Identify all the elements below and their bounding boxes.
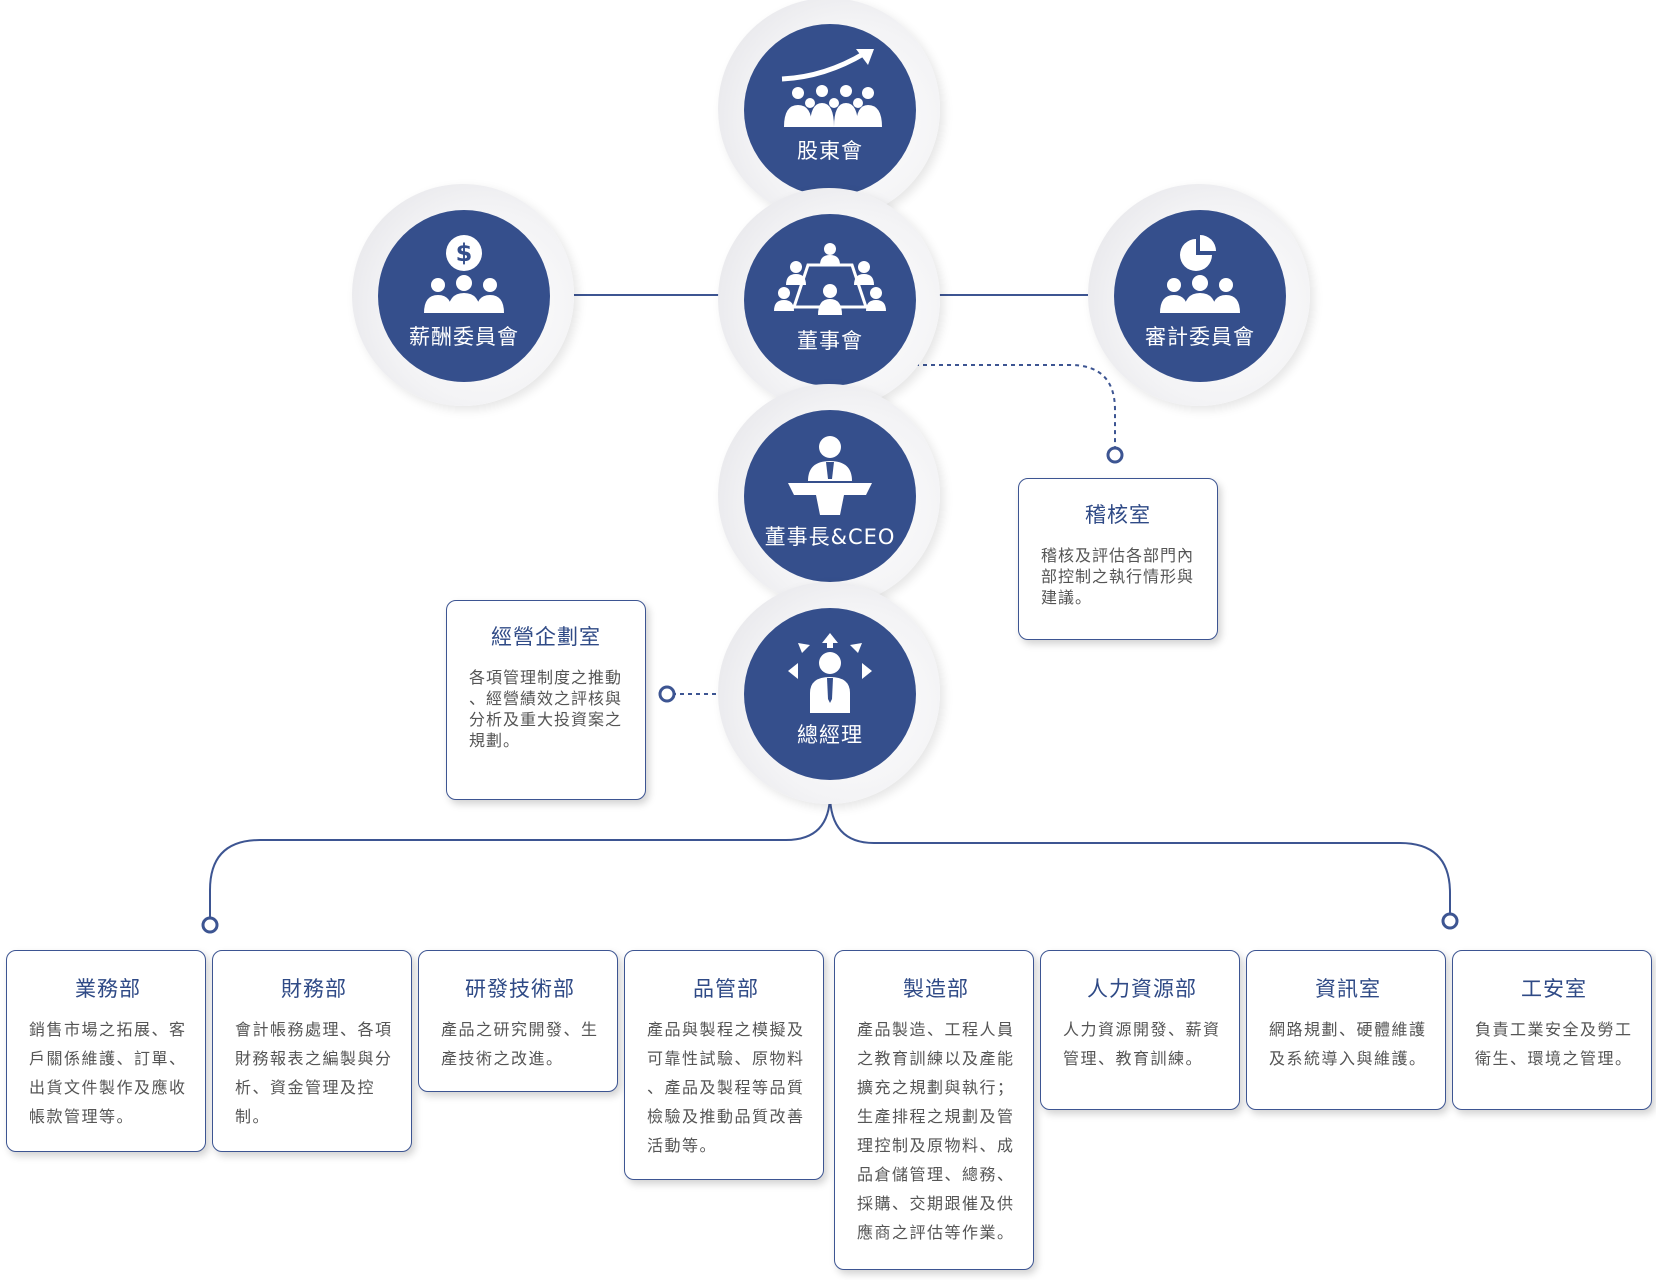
node-label: 總經理 [797, 723, 863, 747]
card-desc-line: 戶關係維護、訂單、 [29, 1049, 187, 1068]
card-desc-line: 財務報表之編製與分 [235, 1049, 393, 1068]
card-title: 人力資源部 [1087, 977, 1197, 1001]
node-general-manager: 總經理 [718, 582, 940, 804]
card-desc-line: 應商之評估等作業。 [857, 1223, 1015, 1242]
card-desc-line: 之教育訓練以及產能 [857, 1049, 1015, 1068]
card-desc-line: 產品之研究開發、生 [441, 1020, 599, 1039]
podium-speaker-icon [788, 436, 872, 515]
dot-planning-office [658, 685, 676, 703]
card-title: 工安室 [1521, 977, 1587, 1001]
node-chairman-ceo: 董事長&CEO [718, 384, 940, 606]
card-desc-line: 稽核及評估各部門內 [1041, 546, 1195, 565]
card-dept-it: 資訊室 網路規劃、硬體維護 及系統導入與維護。 [1246, 950, 1446, 1110]
card-desc-line: 產品與製程之模擬及 [647, 1020, 805, 1039]
card-title: 業務部 [75, 977, 141, 1001]
node-board: 董事會 [718, 188, 940, 410]
card-dept-rnd: 研發技術部 產品之研究開發、生 產技術之改進。 [418, 950, 618, 1092]
card-desc-line: 各項管理制度之推動 [469, 668, 623, 687]
card-desc-line: 會計帳務處理、各項 [235, 1020, 393, 1039]
card-title: 資訊室 [1315, 977, 1381, 1001]
meeting-table-icon [774, 243, 886, 315]
card-desc-line: 規劃。 [469, 731, 521, 750]
card-title: 經營企劃室 [491, 625, 601, 649]
dot-branch-left [201, 916, 219, 934]
card-title: 財務部 [281, 977, 347, 1001]
card-desc-line: 管理、教育訓練。 [1063, 1049, 1204, 1068]
card-dept-manufacturing: 製造部 產品製造、工程人員 之教育訓練以及產能 擴充之規劃與執行； 生產排程之規… [834, 950, 1034, 1270]
card-desc-line: 活動等。 [647, 1136, 718, 1155]
card-title: 品管部 [693, 977, 759, 1001]
node-label: 董事長&CEO [764, 525, 896, 549]
card-desc-line: 帳款管理等。 [29, 1107, 135, 1126]
growth-chart-icon [781, 49, 882, 127]
card-desc-line: 衛生、環境之管理。 [1475, 1049, 1633, 1068]
node-remuneration-committee: $ 薪酬委員會 [352, 184, 574, 406]
card-desc-line: 生產排程之規劃及管 [857, 1107, 1015, 1126]
card-desc-line: 產品製造、工程人員 [857, 1020, 1015, 1039]
branch-left [209, 793, 831, 918]
card-dept-quality: 品管部 產品與製程之模擬及 可靠性試驗、原物料 、產品及製程等品質 檢驗及推動品… [624, 950, 824, 1180]
node-label: 董事會 [797, 329, 863, 353]
card-desc-line: 析、資金管理及控 [235, 1078, 376, 1097]
card-desc-line: 網路規劃、硬體維護 [1269, 1020, 1427, 1039]
card-title: 稽核室 [1085, 503, 1151, 527]
branch-right [829, 793, 1451, 914]
card-desc-line: 可靠性試驗、原物料 [647, 1049, 805, 1068]
card-desc-line: 出貨文件製作及應收 [29, 1078, 187, 1097]
card-desc-line: 制。 [235, 1107, 271, 1126]
dot-branch-right [1441, 912, 1459, 930]
card-desc-line: 品倉儲管理、總務、 [857, 1165, 1015, 1184]
card-desc-line: 理控制及原物料、成 [857, 1136, 1015, 1155]
card-desc-line: 產技術之改進。 [441, 1049, 564, 1068]
card-dept-sales: 業務部 銷售市場之拓展、客 戶關係維護、訂單、 出貨文件製作及應收 帳款管理等。 [6, 950, 206, 1152]
card-planning-office: 經營企劃室 各項管理制度之推動 、經營績效之評核與 分析及重大投資案之 規劃。 [446, 600, 646, 800]
node-label: 股東會 [797, 139, 863, 163]
card-audit-office: 稽核室 稽核及評估各部門內 部控制之執行情形與 建議。 [1018, 478, 1218, 640]
card-desc-line: 建議。 [1041, 588, 1093, 607]
dollar-group-icon: $ [424, 235, 504, 313]
card-title: 製造部 [903, 977, 969, 1001]
card-desc-line: 銷售市場之拓展、客 [29, 1020, 187, 1039]
card-desc-line: 擴充之規劃與執行； [857, 1078, 1015, 1097]
card-desc-line: 、經營績效之評核與 [469, 689, 623, 708]
node-audit-committee: 審計委員會 [1088, 184, 1310, 406]
card-dept-finance: 財務部 會計帳務處理、各項 財務報表之編製與分 析、資金管理及控 制。 [212, 950, 412, 1152]
card-dept-hr: 人力資源部 人力資源開發、薪資 管理、教育訓練。 [1040, 950, 1240, 1110]
svg-text:$: $ [456, 239, 473, 267]
card-desc-line: 分析及重大投資案之 [469, 710, 623, 729]
card-desc-line: 採購、交期跟催及供 [857, 1194, 1015, 1213]
dot-audit-office [1106, 446, 1124, 464]
manager-arrows-icon [788, 633, 872, 713]
card-desc-line: 人力資源開發、薪資 [1063, 1020, 1221, 1039]
pie-chart-group-icon [1160, 235, 1240, 313]
node-label: 薪酬委員會 [409, 325, 519, 349]
card-desc-line: 檢驗及推動品質改善 [647, 1107, 805, 1126]
dashed-line-audit-office [915, 364, 1116, 448]
card-desc-line: 部控制之執行情形與 [1041, 567, 1195, 586]
card-dept-safety: 工安室 負責工業安全及勞工 衛生、環境之管理。 [1452, 950, 1652, 1110]
card-desc-line: 負責工業安全及勞工 [1475, 1020, 1633, 1039]
card-desc-line: 、產品及製程等品質 [647, 1078, 805, 1097]
card-desc-line: 及系統導入與維護。 [1269, 1049, 1427, 1068]
node-label: 審計委員會 [1145, 325, 1255, 349]
node-shareholders: 股東會 [718, 0, 940, 220]
card-title: 研發技術部 [465, 977, 575, 1001]
